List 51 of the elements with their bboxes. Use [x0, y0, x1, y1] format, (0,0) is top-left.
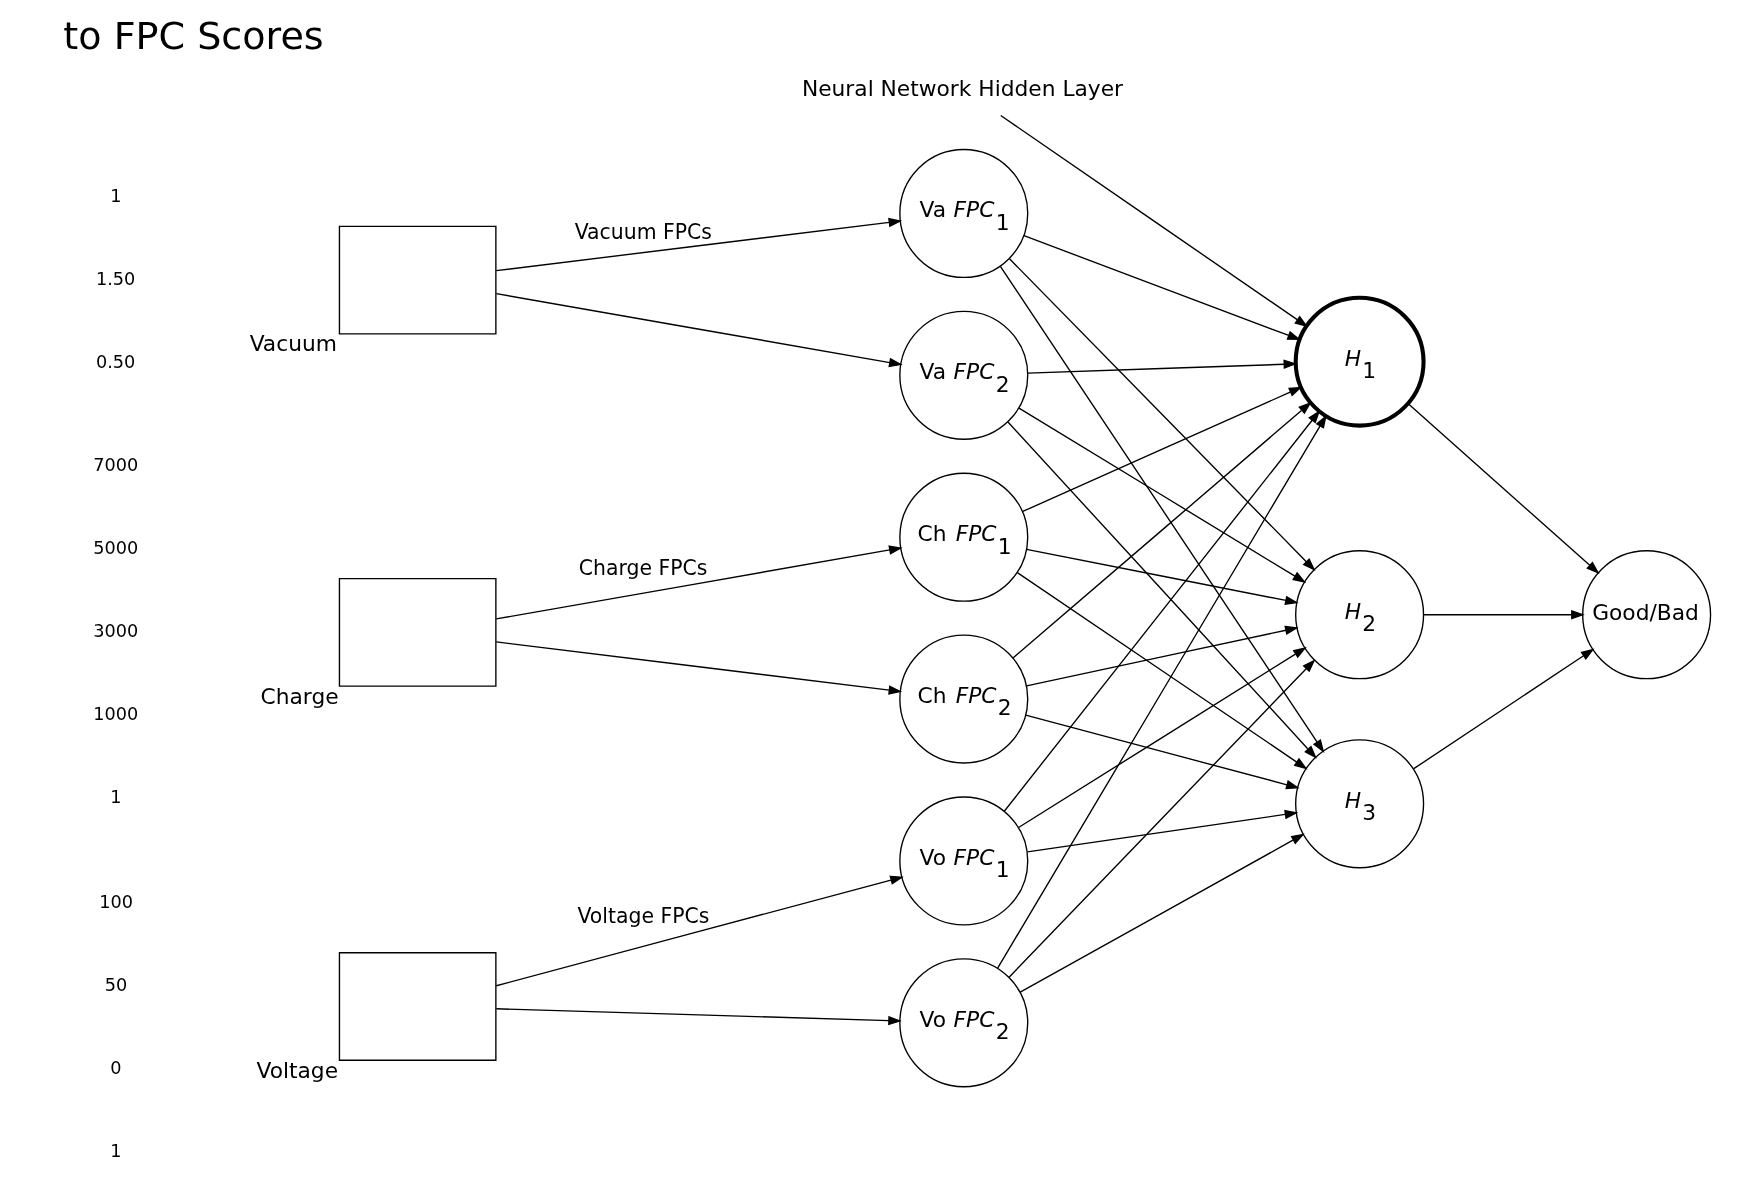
arrow: [1016, 571, 1308, 770]
arrow: [1407, 403, 1600, 575]
label: 1: [109, 1140, 121, 1161]
arrow: [996, 414, 1327, 969]
edge-label: Voltage FPCs: [576, 904, 709, 929]
arrow: [1026, 359, 1297, 374]
label: 0: [109, 1057, 121, 1078]
arrow: [999, 114, 1308, 328]
arrow: [1026, 809, 1298, 853]
arrow: [1008, 258, 1316, 572]
label: 50: [104, 974, 127, 995]
arrow: [1024, 714, 1300, 790]
node-box: [338, 578, 497, 687]
arrow: [495, 875, 904, 987]
arrow: [1025, 548, 1299, 605]
arrow: [1412, 648, 1594, 770]
label: 100: [98, 891, 133, 912]
label: 1: [109, 786, 121, 807]
arrow: [1021, 386, 1302, 513]
arrow: [1006, 421, 1317, 759]
arrow: [1011, 401, 1312, 659]
node-label: Vacuum: [249, 331, 337, 357]
arrow: [495, 641, 902, 695]
label: 3000: [92, 621, 138, 642]
label: 1.50: [95, 268, 135, 289]
node-label: Voltage: [255, 1057, 338, 1083]
label: 5000: [92, 538, 138, 559]
arrow: [1019, 833, 1305, 993]
arrow: [1003, 409, 1320, 812]
arrow: [495, 545, 903, 620]
arrow: [495, 292, 903, 368]
edge-label: Vacuum FPCs: [574, 220, 712, 245]
arrow: [999, 265, 1324, 753]
arrow: [1025, 625, 1299, 687]
node-box: [338, 225, 497, 335]
arrow: [495, 217, 902, 272]
label: 1: [109, 185, 121, 206]
arrow: [1007, 659, 1315, 978]
arrow: [1017, 647, 1307, 829]
node-box: [338, 952, 497, 1061]
diagram-title: to FPC Scores: [62, 14, 324, 59]
node-label: Charge: [260, 683, 339, 709]
edge-label: Charge FPCs: [578, 556, 707, 581]
arrow: [495, 1008, 902, 1026]
arrow: [1422, 609, 1585, 620]
arrow: [1017, 407, 1306, 584]
label: 1000: [92, 704, 138, 725]
label: 7000: [92, 455, 138, 476]
label: 0.50: [95, 351, 135, 372]
arrow: [1022, 234, 1301, 341]
node-text: Neural Network Hidden Layer: [801, 76, 1123, 102]
